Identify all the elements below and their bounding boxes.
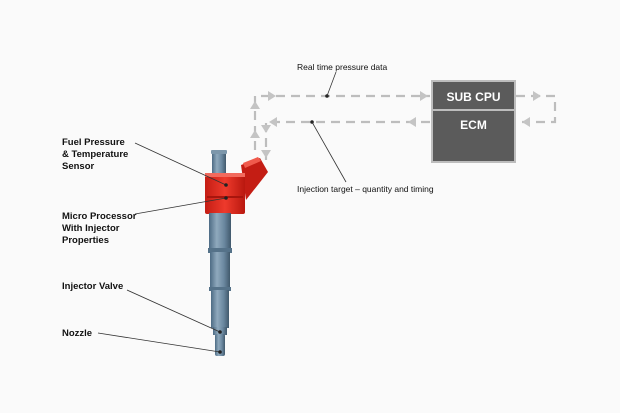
control-box: SUB CPU ECM bbox=[431, 80, 516, 163]
ecm-label: ECM bbox=[460, 118, 487, 132]
signal-lines bbox=[250, 71, 557, 183]
injector-body-upper bbox=[209, 213, 231, 249]
sub-cpu-label: SUB CPU bbox=[446, 90, 500, 104]
fuel-sensor-label-2: & Temperature bbox=[62, 149, 128, 160]
injector-body-mid bbox=[210, 252, 230, 288]
micro-label-3: Properties bbox=[62, 235, 109, 246]
injection-target-line bbox=[264, 120, 430, 160]
injector-body-lower bbox=[211, 290, 229, 328]
fuel-sensor-label-1: Fuel Pressure bbox=[62, 137, 125, 148]
nozzle-label: Nozzle bbox=[62, 328, 92, 339]
injector-valve-label: Injector Valve bbox=[62, 281, 123, 292]
fuel-sensor-label-3: Sensor bbox=[62, 161, 95, 172]
injector-nozzle-tip bbox=[215, 334, 225, 356]
injector-cap bbox=[212, 152, 226, 178]
micro-label-1: Micro Processor bbox=[62, 211, 137, 222]
injection-target-label: Injection target – quantity and timing bbox=[297, 184, 434, 194]
pressure-data-label: Real time pressure data bbox=[297, 62, 388, 72]
micro-label-2: With Injector bbox=[62, 223, 120, 234]
callouts bbox=[97, 142, 228, 354]
injector bbox=[205, 150, 268, 356]
pressure-data-line bbox=[253, 94, 430, 150]
